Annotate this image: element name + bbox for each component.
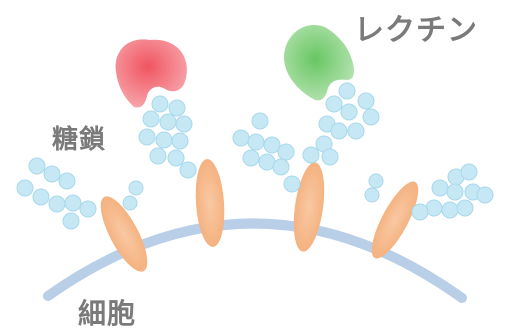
lectin-label: レクチン [354,13,478,48]
membrane-protein-2 [195,159,225,247]
sugar-chain-left [16,157,97,230]
sugar-chain-right [364,163,494,221]
membrane-protein-4 [371,181,419,259]
membrane-proteins [100,159,419,272]
sugar-chain-green-bound [302,82,380,166]
lectin-green [283,25,355,101]
sugar-chains [16,82,494,230]
membrane-protein-1 [100,196,148,272]
lectin-red [115,39,187,108]
cell-label: 細胞 [78,297,136,330]
membrane-protein-3 [293,162,325,252]
sugar-chain-middle [232,112,301,193]
sugar-chain-label: 糖鎖 [52,124,106,155]
cell-membrane [43,218,467,303]
sugar-chain-small [122,180,144,211]
sugar-chain-red-bound [138,95,197,179]
